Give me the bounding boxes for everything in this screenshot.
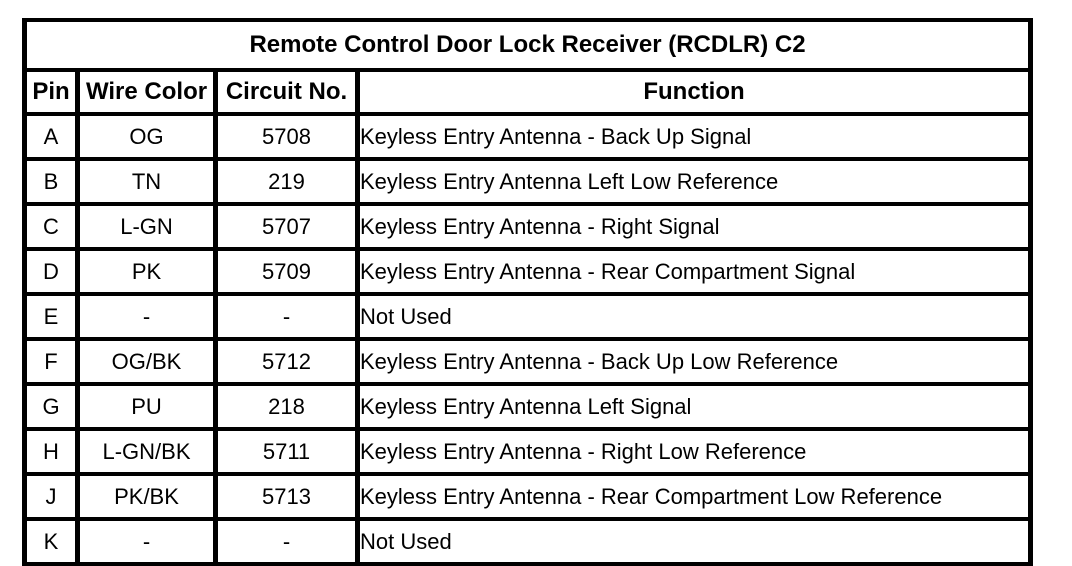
pin-cell: C xyxy=(22,202,80,251)
wire-color-cell: OG/BK xyxy=(75,337,218,386)
column-header-circuit-no: Circuit No. xyxy=(213,68,360,116)
circuit-no-cell: 5709 xyxy=(213,247,360,296)
circuit-no-cell: 5712 xyxy=(213,337,360,386)
pin-cell: H xyxy=(22,427,80,476)
circuit-no-cell: - xyxy=(213,517,360,566)
function-cell: Keyless Entry Antenna - Back Up Signal xyxy=(354,112,1034,161)
pin-cell: K xyxy=(22,517,80,566)
title-row: Remote Control Door Lock Receiver (RCDLR… xyxy=(21,18,1034,72)
pin-cell: D xyxy=(22,247,80,296)
column-header-wire-color: Wire Color xyxy=(75,68,218,116)
wire-color-cell: TN xyxy=(75,157,218,206)
pin-cell: J xyxy=(22,472,80,521)
pin-cell: F xyxy=(22,337,80,386)
table-row: K--Not Used xyxy=(22,517,1034,566)
function-cell: Keyless Entry Antenna - Back Up Low Refe… xyxy=(354,337,1034,386)
column-header-pin: Pin xyxy=(22,68,80,116)
wire-color-cell: L-GN xyxy=(75,202,218,251)
header-row: Pin Wire Color Circuit No. Function xyxy=(22,68,1034,116)
circuit-no-cell: 5707 xyxy=(213,202,360,251)
circuit-no-cell: 5708 xyxy=(213,112,360,161)
function-cell: Keyless Entry Antenna - Rear Compartment… xyxy=(354,472,1034,521)
function-cell: Keyless Entry Antenna Left Low Reference xyxy=(354,157,1034,206)
circuit-no-cell: 218 xyxy=(213,382,360,431)
wire-color-cell: OG xyxy=(75,112,218,161)
wire-color-cell: PU xyxy=(75,382,218,431)
circuit-no-cell: 219 xyxy=(213,157,360,206)
table-row: E--Not Used xyxy=(22,292,1034,341)
circuit-no-cell: 5711 xyxy=(213,427,360,476)
column-header-function: Function xyxy=(354,68,1034,116)
function-cell: Keyless Entry Antenna - Right Low Refere… xyxy=(354,427,1034,476)
wire-color-cell: PK/BK xyxy=(75,472,218,521)
pin-cell: E xyxy=(22,292,80,341)
wire-color-cell: L-GN/BK xyxy=(75,427,218,476)
function-cell: Not Used xyxy=(354,517,1034,566)
pin-cell: A xyxy=(22,112,80,161)
function-cell: Not Used xyxy=(354,292,1034,341)
function-cell: Keyless Entry Antenna Left Signal xyxy=(354,382,1034,431)
wire-color-cell: - xyxy=(75,292,218,341)
pin-cell: G xyxy=(22,382,80,431)
function-cell: Keyless Entry Antenna - Right Signal xyxy=(354,202,1034,251)
wire-color-cell: PK xyxy=(75,247,218,296)
wire-color-cell: - xyxy=(75,517,218,566)
pin-cell: B xyxy=(22,157,80,206)
circuit-no-cell: - xyxy=(213,292,360,341)
rcdlr-c2-pinout-table: Remote Control Door Lock Receiver (RCDLR… xyxy=(21,18,1034,566)
circuit-no-cell: 5713 xyxy=(213,472,360,521)
function-cell: Keyless Entry Antenna - Rear Compartment… xyxy=(354,247,1034,296)
table-title: Remote Control Door Lock Receiver (RCDLR… xyxy=(21,18,1034,72)
